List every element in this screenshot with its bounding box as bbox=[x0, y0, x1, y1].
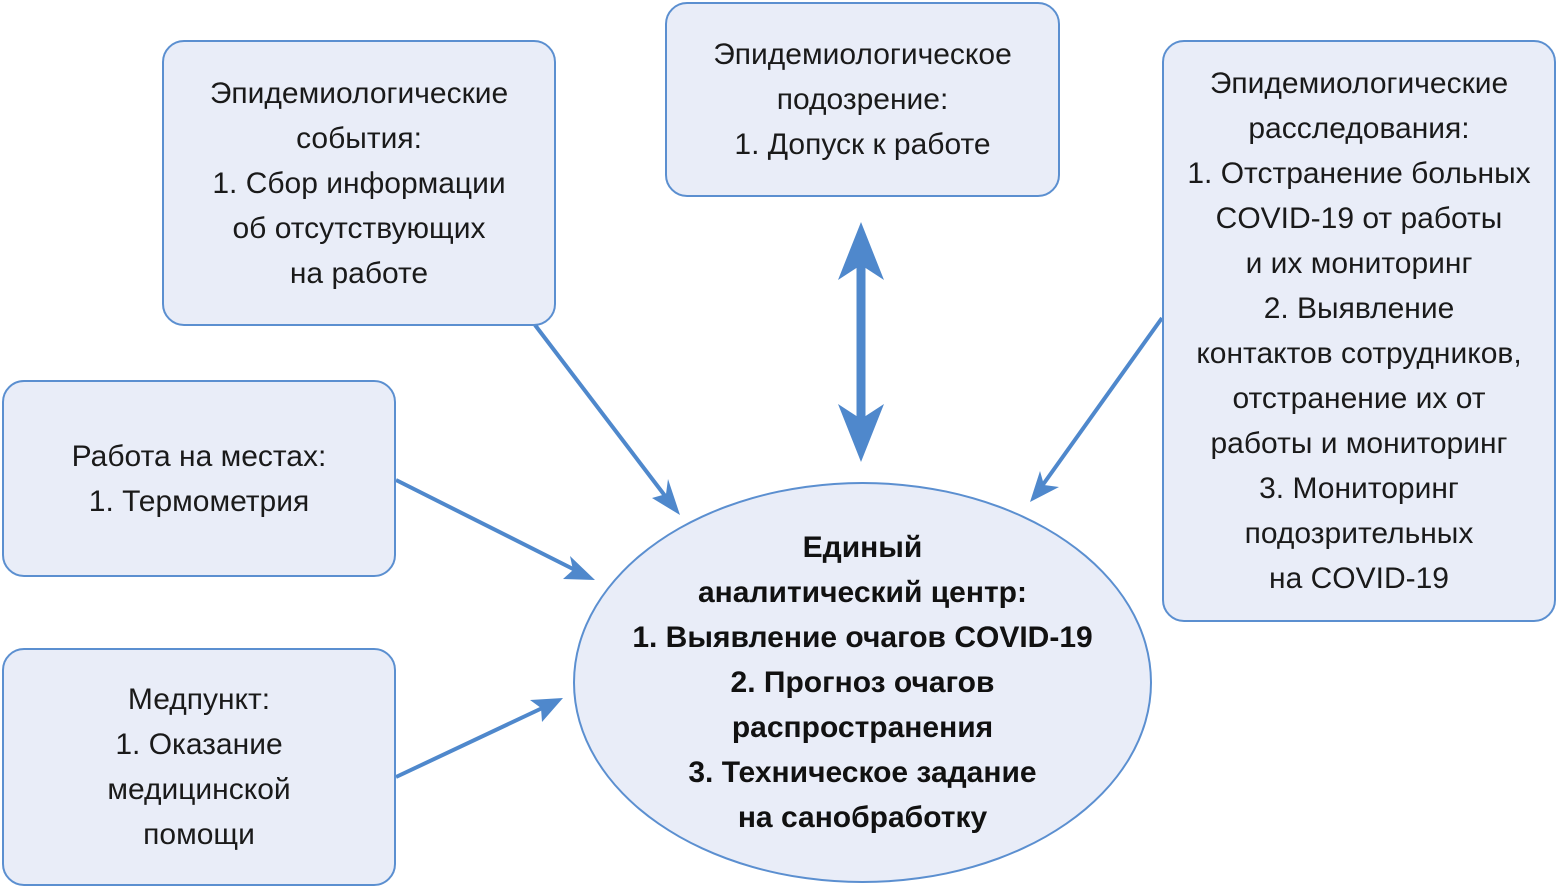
box-text: медицинской bbox=[107, 773, 291, 806]
box-text: Медпункт: bbox=[127, 683, 271, 716]
box-medpoint: Медпункт: 1. Оказание медицинской помощи bbox=[2, 648, 396, 886]
box-text: COVID-19 от работы bbox=[1215, 202, 1503, 235]
center-text: на санобработку bbox=[737, 801, 988, 834]
box-text: 2. Выявление bbox=[1263, 292, 1455, 325]
box-text: 3. Мониторинг bbox=[1259, 472, 1459, 505]
box-text: отстранение их от bbox=[1232, 382, 1486, 415]
arrow-medpoint-to-center bbox=[395, 698, 563, 779]
box-text: 1. Сбор информации bbox=[212, 166, 506, 200]
ellipse-analytical-center: Единый аналитический центр: 1. Выявление… bbox=[573, 482, 1152, 883]
box-text: и их мониторинг bbox=[1245, 247, 1473, 280]
center-text: Единый bbox=[802, 531, 923, 564]
box-text: 1. Оказание bbox=[115, 728, 283, 761]
box-epidemiological-investigations: Эпидемиологические расследования: 1. Отс… bbox=[1162, 40, 1556, 622]
arrow-fieldwork-to-center bbox=[395, 478, 595, 580]
box-text: события: bbox=[296, 121, 422, 155]
double-arrow-suspicion-center bbox=[838, 222, 884, 462]
box-text: контактов сотрудников, bbox=[1196, 337, 1522, 370]
box-field-work: Работа на местах: 1. Термометрия bbox=[2, 380, 396, 577]
box-text: об отсутствующих bbox=[232, 211, 486, 245]
center-text: распространения bbox=[731, 711, 994, 744]
arrow-events-to-center bbox=[533, 323, 680, 515]
box-text: на COVID-19 bbox=[1269, 562, 1449, 595]
box-text: подозрение: bbox=[776, 83, 949, 116]
center-text: 1. Выявление очагов COVID-19 bbox=[632, 621, 1093, 654]
box-text: подозрительных bbox=[1244, 517, 1474, 550]
arrow-investigations-to-center bbox=[1030, 316, 1164, 502]
box-text: 1. Термометрия bbox=[88, 484, 310, 518]
box-text: Эпидемиологические bbox=[209, 76, 509, 110]
box-text: Работа на местах: bbox=[71, 439, 327, 473]
center-text: 2. Прогноз очагов bbox=[730, 666, 995, 699]
box-epidemiological-suspicion: Эпидемиологическое подозрение: 1. Допуск… bbox=[665, 2, 1060, 197]
center-text: 3. Техническое задание bbox=[688, 756, 1037, 789]
box-text: 1. Отстранение больных bbox=[1187, 157, 1531, 190]
center-text: аналитический центр: bbox=[697, 576, 1027, 609]
box-text: помощи bbox=[143, 818, 255, 851]
box-text: работы и мониторинг bbox=[1210, 427, 1508, 460]
box-text: Эпидемиологические bbox=[1209, 67, 1509, 100]
box-epidemiological-events: Эпидемиологические события: 1. Сбор инфо… bbox=[162, 40, 556, 326]
box-text: расследования: bbox=[1248, 112, 1470, 145]
box-text: 1. Допуск к работе bbox=[734, 128, 991, 161]
box-text: Эпидемиологическое bbox=[713, 38, 1012, 71]
box-text: на работе bbox=[289, 256, 429, 290]
